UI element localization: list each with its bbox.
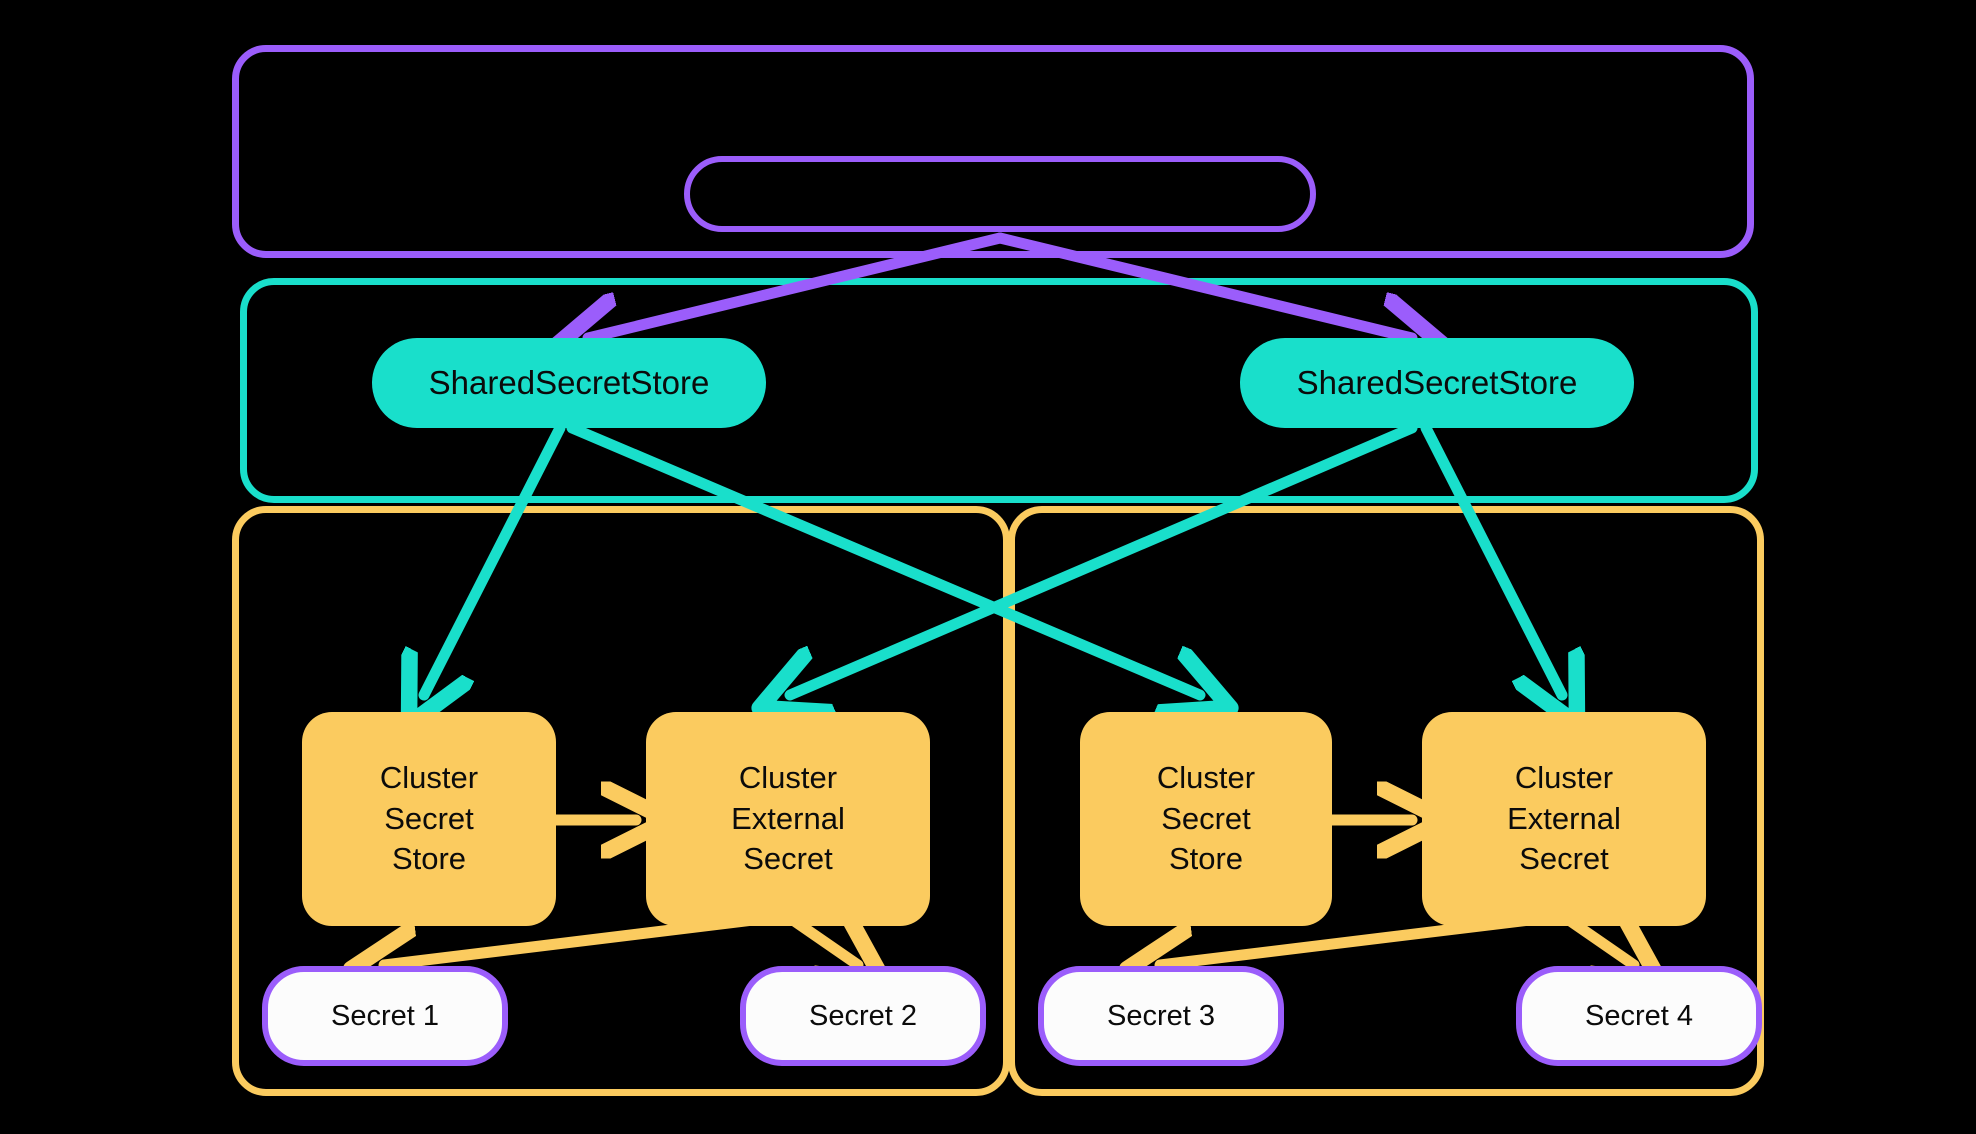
- node-secret-1[interactable]: Secret 1: [262, 966, 508, 1066]
- node-controller[interactable]: [684, 156, 1316, 232]
- node-cluster-external-secret-left-label: Cluster External Secret: [731, 759, 845, 877]
- node-shared-secret-store-left[interactable]: SharedSecretStore: [372, 338, 766, 428]
- node-secret-4-label: Secret 4: [1585, 999, 1693, 1032]
- node-cluster-external-secret-left[interactable]: Cluster External Secret: [646, 712, 930, 926]
- node-secret-4[interactable]: Secret 4: [1516, 966, 1762, 1066]
- node-cluster-external-secret-right-label: Cluster External Secret: [1507, 759, 1621, 877]
- node-shared-secret-store-left-label: SharedSecretStore: [428, 364, 710, 402]
- node-cluster-secret-store-right-label: Cluster Secret Store: [1156, 759, 1256, 877]
- node-secret-3-label: Secret 3: [1107, 999, 1215, 1032]
- node-cluster-secret-store-left[interactable]: Cluster Secret Store: [302, 712, 556, 926]
- node-shared-secret-store-right-label: SharedSecretStore: [1296, 364, 1578, 402]
- node-secret-1-label: Secret 1: [331, 999, 439, 1032]
- node-secret-3[interactable]: Secret 3: [1038, 966, 1284, 1066]
- node-cluster-external-secret-right[interactable]: Cluster External Secret: [1422, 712, 1706, 926]
- node-cluster-secret-store-right[interactable]: Cluster Secret Store: [1080, 712, 1332, 926]
- node-shared-secret-store-right[interactable]: SharedSecretStore: [1240, 338, 1634, 428]
- node-secret-2[interactable]: Secret 2: [740, 966, 986, 1066]
- node-cluster-secret-store-left-label: Cluster Secret Store: [379, 759, 479, 877]
- node-secret-2-label: Secret 2: [809, 999, 917, 1032]
